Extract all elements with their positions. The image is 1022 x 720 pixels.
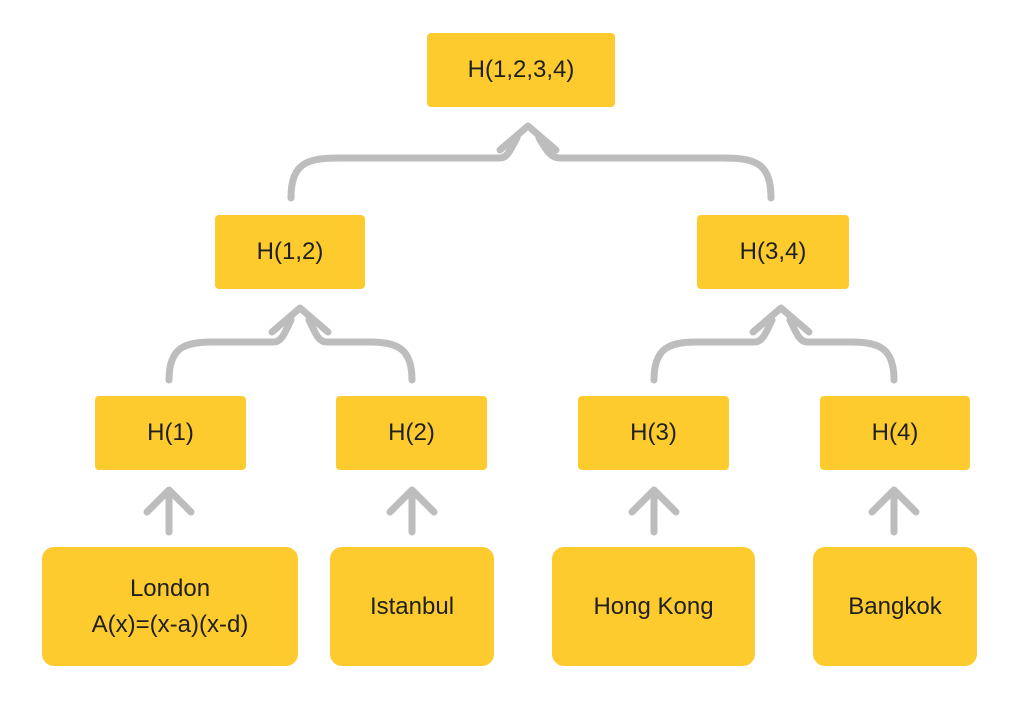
arrowhead-h3 bbox=[628, 486, 680, 516]
node-h12-label: H(1,2) bbox=[256, 238, 324, 265]
edge-h34-to-root bbox=[535, 134, 775, 202]
arrowhead-h1 bbox=[143, 486, 195, 516]
edge-h4-to-h34 bbox=[786, 316, 898, 384]
node-h1-label: H(1) bbox=[147, 419, 194, 446]
leaf-london-name: London bbox=[129, 574, 211, 602]
node-h1: H(1) bbox=[95, 396, 246, 470]
arrowhead-h4 bbox=[868, 486, 920, 516]
leaf-bangkok: Bangkok bbox=[813, 547, 977, 666]
arrowhead-h12 bbox=[268, 304, 332, 336]
leaf-istanbul: Istanbul bbox=[330, 547, 494, 666]
node-h4-label: H(4) bbox=[871, 419, 919, 446]
node-h12: H(1,2) bbox=[215, 215, 365, 289]
leaf-london-formula: A(x)=(x-a)(x-d) bbox=[91, 610, 249, 638]
node-h4: H(4) bbox=[820, 396, 970, 470]
node-h2: H(2) bbox=[336, 396, 487, 470]
node-h34-label: H(3,4) bbox=[739, 238, 807, 265]
leaf-hong-kong-label: Hong Kong bbox=[593, 592, 714, 620]
leaf-istanbul-label: Istanbul bbox=[369, 592, 455, 620]
node-h3: H(3) bbox=[578, 396, 729, 470]
leaf-hong-kong: Hong Kong bbox=[552, 547, 755, 666]
edge-h2-to-h12 bbox=[305, 316, 416, 384]
edge-h1-to-h12 bbox=[165, 316, 295, 384]
leaf-london: London A(x)=(x-a)(x-d) bbox=[42, 547, 298, 666]
arrowhead-h34 bbox=[749, 304, 813, 336]
arrowhead-root bbox=[496, 122, 560, 154]
edge-h12-to-root bbox=[287, 134, 521, 202]
leaf-bangkok-label: Bangkok bbox=[848, 592, 942, 620]
node-h2-label: H(2) bbox=[388, 419, 435, 446]
node-root-hash: H(1,2,3,4) bbox=[427, 33, 615, 107]
arrowhead-h2 bbox=[386, 486, 438, 516]
edge-h3-to-h34 bbox=[650, 316, 776, 384]
node-h34: H(3,4) bbox=[697, 215, 849, 289]
node-root-hash-label: H(1,2,3,4) bbox=[467, 56, 575, 83]
node-h3-label: H(3) bbox=[630, 419, 677, 446]
